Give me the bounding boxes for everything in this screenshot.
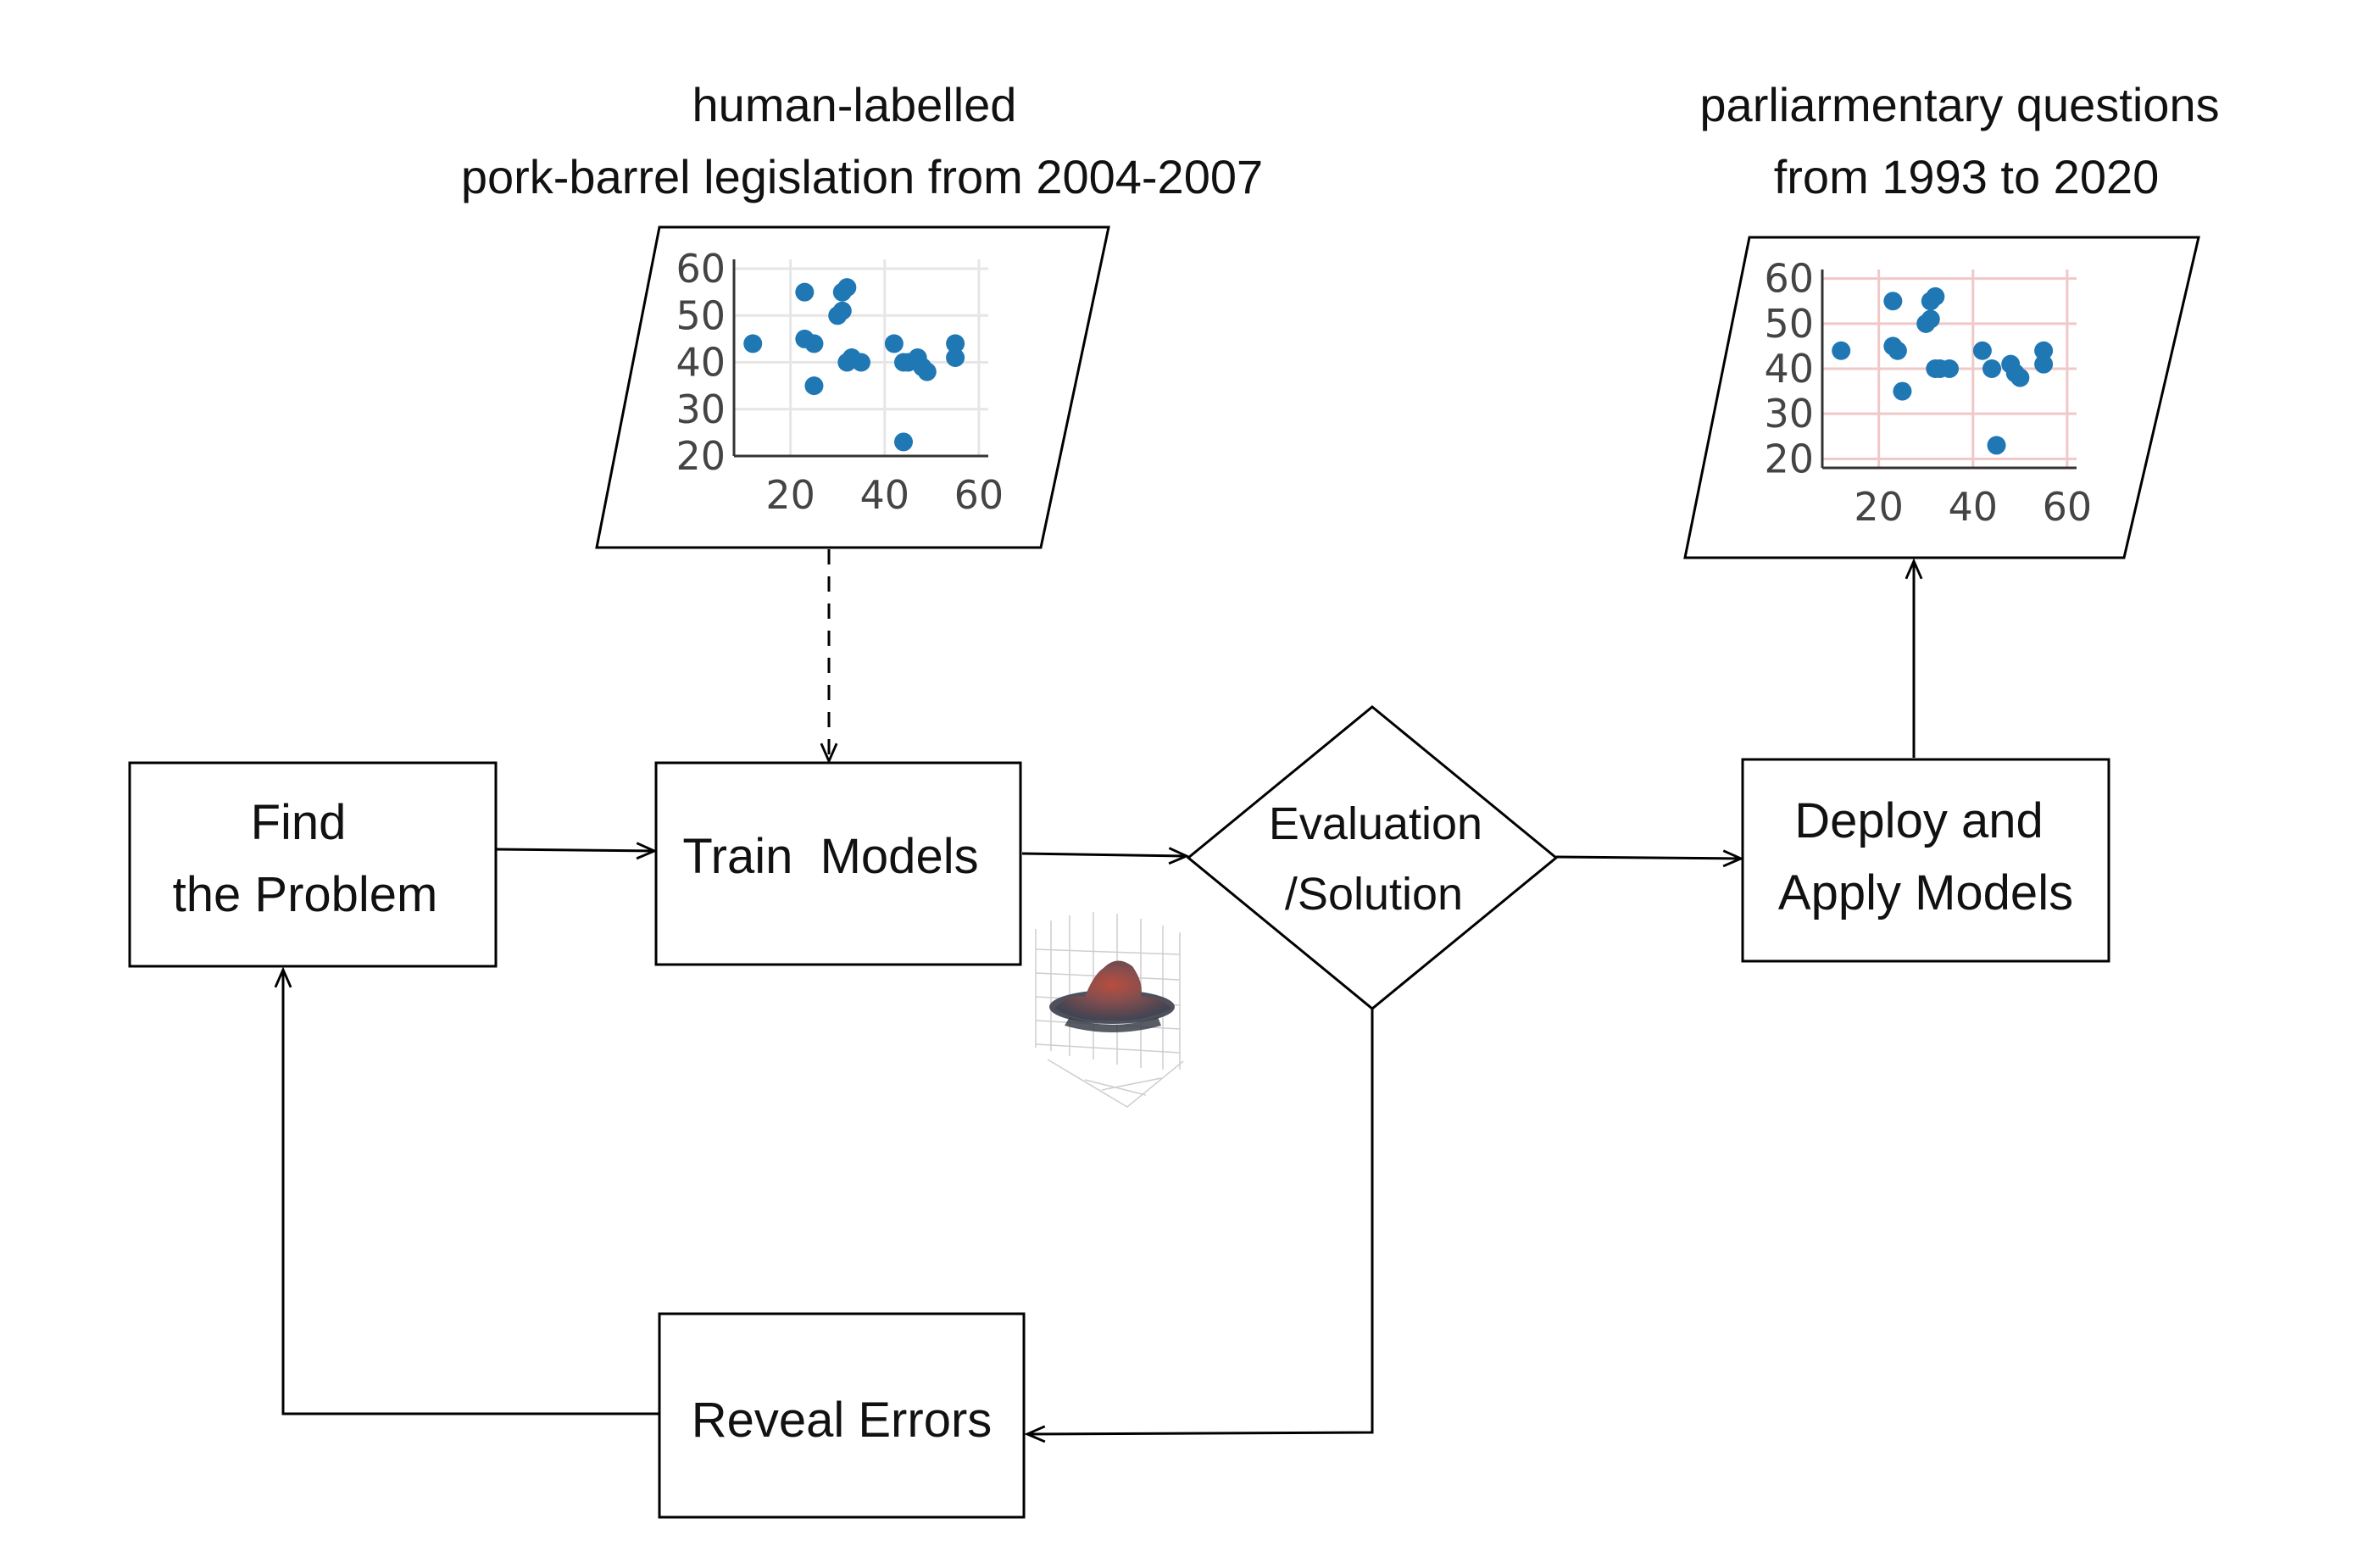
find-problem-label-line2: the Problem: [173, 867, 438, 922]
reveal-errors-label: Reveal Errors: [692, 1393, 993, 1448]
left-x-tick-label: 20: [765, 472, 815, 518]
right-scatter-point: [1926, 286, 1945, 306]
reveal-errors-box: [658, 1312, 1026, 1519]
right-x-tick-label: 40: [1949, 484, 1999, 530]
left-y-tick-label: 30: [676, 386, 726, 432]
right-scatter-point: [1982, 359, 2001, 378]
right-scatter-point: [1940, 359, 1959, 378]
right-y-tick-label: 20: [1764, 436, 1814, 481]
right-scatter-point: [1972, 341, 1992, 360]
left-scatter-point: [832, 301, 852, 320]
right-scatter-point: [1893, 381, 1912, 401]
right-scatter-point: [1987, 436, 2006, 455]
right-y-tick-label: 60: [1764, 256, 1814, 302]
train-models-label: Train Models: [682, 829, 978, 884]
right-chart-frame: [1683, 236, 2200, 559]
right-x-tick-label: 20: [1854, 484, 1904, 530]
left-scatter-point: [804, 376, 824, 396]
evaluation-to-reveal-arrow: [1027, 1009, 1374, 1434]
left-x-tick-label: 40: [860, 472, 910, 518]
right-scatter-point: [1883, 292, 1903, 311]
right-chart-caption-line1: parliarmentary questions: [1699, 78, 2219, 131]
left-scatter-point: [946, 334, 965, 353]
right-y-tick-label: 50: [1764, 301, 1814, 347]
left-scatter-point: [804, 334, 824, 353]
right-x-tick-label: 60: [2043, 484, 2093, 530]
right-scatter-point: [1888, 341, 1907, 360]
right-scatter-point: [1832, 341, 1851, 360]
right-y-tick-label: 40: [1764, 346, 1814, 392]
left-chart-frame: [595, 225, 1110, 549]
left-y-tick-label: 40: [676, 340, 726, 386]
right-y-tick-label: 30: [1764, 391, 1814, 437]
left-y-tick-label: 20: [676, 433, 726, 479]
reveal-to-find-arrow: [283, 970, 659, 1415]
right-scatter-point: [1921, 309, 1940, 329]
train-models-box: [654, 761, 1022, 966]
left-scatter-point: [743, 334, 763, 353]
find-problem-box: [128, 761, 498, 968]
left-y-tick-label: 60: [676, 246, 726, 292]
left-y-tick-label: 50: [676, 292, 726, 338]
find-problem-label-line1: Find: [251, 795, 347, 850]
right-scatter-point: [2034, 354, 2054, 374]
left-chart-caption-line1: human-labelled: [692, 78, 1017, 131]
left-scatter-point: [795, 282, 815, 302]
right-chart-caption-line2: from 1993 to 2020: [1774, 150, 2160, 203]
left-x-tick-label: 60: [954, 472, 1004, 518]
evaluation-to-deploy-arrow: [1555, 857, 1741, 859]
loss-surface-thumbnail: [1035, 912, 1184, 1108]
left-scatter-point: [884, 334, 904, 353]
deploy-models-box: [1741, 758, 2110, 963]
left-scatter-point: [917, 362, 937, 381]
evaluation-label-line1: Evaluation: [1269, 798, 1482, 849]
train-to-evaluation-arrow: [1021, 854, 1187, 856]
left-chart-caption-line2: pork-barrel legislation from 2004-2007: [461, 150, 1263, 203]
left-scatter-point: [837, 278, 857, 298]
left-scatter-point: [946, 348, 965, 367]
right-scatter-point: [2010, 368, 2030, 387]
deploy-label-line2: Apply Models: [1778, 865, 2073, 920]
left-scatter-point: [894, 432, 913, 452]
find-to-train-arrow: [495, 849, 654, 851]
deploy-label-line1: Deploy and: [1794, 793, 2043, 848]
left-scatter-point: [852, 353, 870, 372]
right-scatter-point: [2034, 341, 2054, 360]
evaluation-label-line2: /Solution: [1285, 869, 1463, 920]
evaluation-diamond: [1186, 705, 1559, 1010]
